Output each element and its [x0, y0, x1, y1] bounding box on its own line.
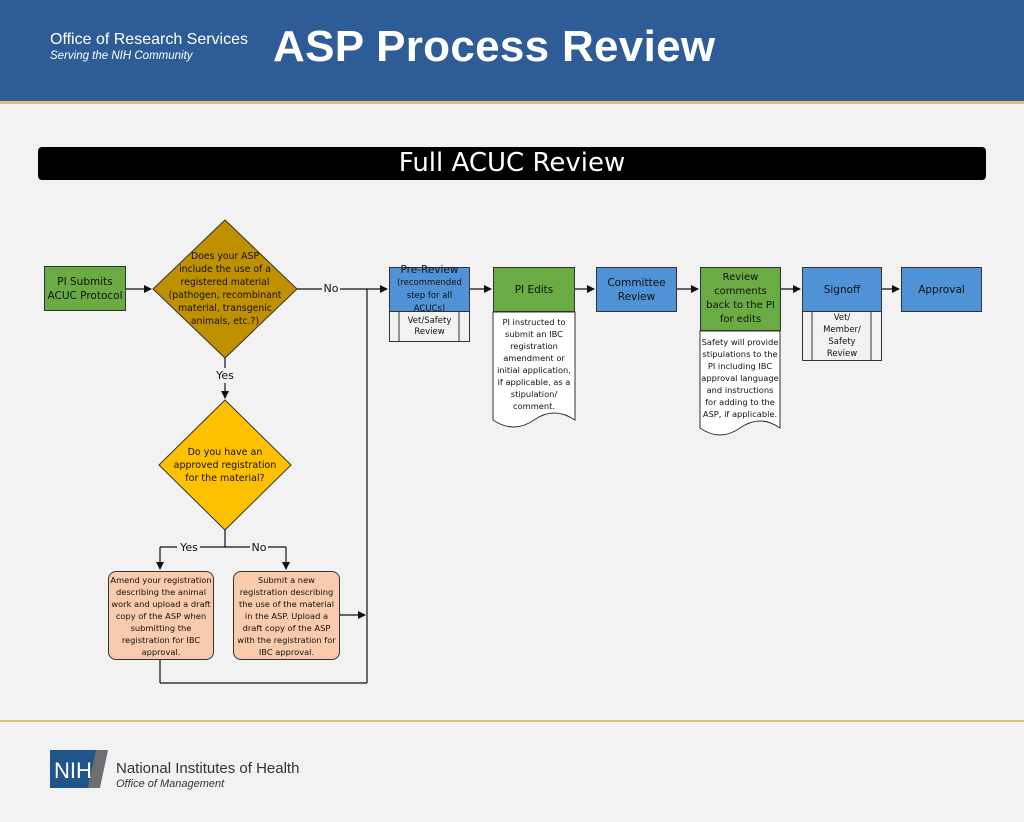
yes-label: Yes	[216, 369, 234, 382]
agency-name: National Institutes of Health	[116, 760, 300, 777]
page-header	[0, 0, 1024, 101]
pre-review-title: Pre-Review	[400, 263, 459, 276]
review-comments-document-shape	[699, 330, 781, 436]
pi-edits-document-text: PI instructed to submit an IBC registrat…	[497, 317, 571, 411]
no-label: No	[323, 282, 339, 295]
signoff-subbox: Vet/ Member/ Safety Review	[802, 311, 882, 361]
org-name: Office of Research Services	[50, 31, 249, 48]
footer-divider	[0, 720, 1024, 722]
section-banner: Full ACUC Review	[38, 147, 986, 180]
nih-logo: NIH	[50, 750, 108, 788]
page-title: ASP Process Review	[273, 22, 716, 71]
yes-label-2: Yes	[180, 541, 198, 554]
decision2-text: Do you have an approved registration for…	[173, 447, 277, 484]
review-comments-box: Review comments back to the PI for edits	[700, 267, 781, 331]
decision1-text: Does your ASP include the use of a regis…	[168, 251, 282, 327]
pre-review-subbox: Vet/Safety Review	[389, 311, 470, 342]
committee-review-box: Committee Review	[596, 267, 677, 312]
no-label-2: No	[251, 541, 267, 554]
pre-review-box: Pre-Review (recommended step for all ACU…	[389, 263, 470, 314]
review-comments-document-text: Safety will provide stipulations to the …	[701, 337, 779, 419]
header-divider	[0, 101, 1024, 104]
org-tagline: Serving the NIH Community	[50, 50, 193, 62]
pre-review-note: (recommended step for all ACUCs)	[397, 277, 462, 314]
submit-new-registration-box: Submit a new registration describing the…	[233, 571, 340, 660]
office-name: Office of Management	[116, 778, 225, 790]
pi-edits-box: PI Edits	[493, 267, 575, 312]
amend-registration-box: Amend your registration describing the a…	[108, 571, 214, 660]
nih-logo-text: NIH	[54, 758, 92, 783]
approval-box: Approval	[901, 267, 982, 312]
signoff-box: Signoff	[802, 267, 882, 312]
pi-edits-document-shape	[492, 311, 576, 428]
pi-submits-box: PI Submits ACUC Protocol	[44, 266, 126, 311]
